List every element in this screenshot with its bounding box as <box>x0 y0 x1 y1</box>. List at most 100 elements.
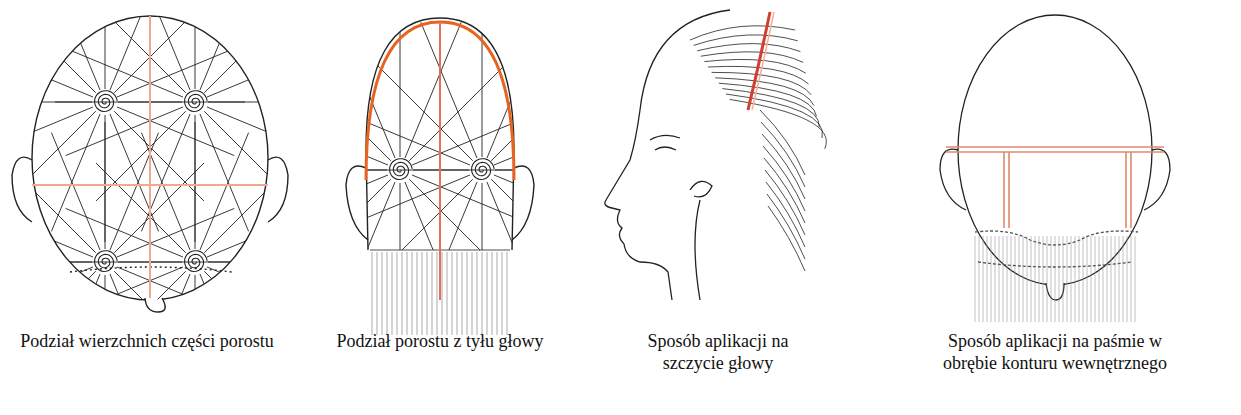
hair-stroke <box>1035 236 1036 322</box>
hair-stroke <box>762 134 805 199</box>
hair-stroke <box>983 236 984 322</box>
hair-stroke <box>1111 236 1112 322</box>
hair-stroke <box>467 252 468 335</box>
hair-stroke <box>979 236 980 322</box>
hair-stroke <box>412 175 548 231</box>
hair-stroke <box>0 48 93 97</box>
hair-stroke <box>334 175 470 231</box>
hair-stroke <box>1079 236 1080 322</box>
hair-stroke <box>208 102 335 103</box>
hair-stroke <box>400 10 401 157</box>
hair-stroke <box>432 252 433 335</box>
hair-stroke <box>1011 236 1012 322</box>
hair-stroke <box>421 22 477 158</box>
hair-stroke <box>1059 236 1060 322</box>
hair-stroke <box>382 252 383 335</box>
hair-stroke <box>1075 236 1076 322</box>
hair-stroke <box>1095 236 1096 322</box>
hair-stroke <box>141 0 190 90</box>
application-line <box>752 12 774 110</box>
hair-stroke <box>1107 236 1108 322</box>
hair-stroke <box>66 267 183 316</box>
hair-stroke <box>141 133 190 250</box>
hair-stroke <box>1023 236 1024 322</box>
hair-stroke <box>482 252 483 335</box>
hair-stroke <box>697 44 800 52</box>
hair-stroke <box>494 175 630 231</box>
hair-stroke <box>200 114 249 231</box>
hair-stroke <box>372 252 373 335</box>
whorl <box>390 159 413 180</box>
hair-stroke <box>397 252 398 335</box>
hair-stroke <box>502 252 503 335</box>
hair-stroke <box>1087 236 1088 322</box>
hair-stroke <box>1123 236 1124 322</box>
application-line <box>748 12 770 110</box>
hair-stroke <box>387 252 388 335</box>
hair-stroke <box>322 170 469 171</box>
hair-stroke <box>287 179 391 283</box>
hair-stroke <box>991 236 992 322</box>
hair-stroke <box>987 236 988 322</box>
hair-stroke <box>1043 236 1044 322</box>
hair-stroke <box>767 194 805 259</box>
hair-stroke <box>1047 236 1048 322</box>
hair-stroke <box>392 252 393 335</box>
section-lines <box>946 147 1164 228</box>
hair-stroke <box>0 267 93 316</box>
center-parting <box>439 22 441 300</box>
hair-stroke <box>105 0 106 89</box>
hair-stroke <box>1071 236 1072 322</box>
hair-stroke <box>1091 236 1092 322</box>
hair-stroke <box>417 252 418 335</box>
hair-stroke <box>1067 236 1068 322</box>
hair-stroke <box>369 57 473 161</box>
hair-stroke <box>1031 236 1032 322</box>
hair-stroke <box>487 22 543 158</box>
hair-stroke <box>51 0 100 90</box>
hair-stroke <box>437 252 438 335</box>
hair-stroke <box>764 158 805 223</box>
hair-stroke <box>287 57 391 161</box>
hair-stroke <box>400 183 401 330</box>
parting-lines <box>32 16 268 298</box>
whorl <box>95 251 118 272</box>
hair-stroke <box>1027 236 1028 322</box>
hair-stroke <box>452 252 453 335</box>
hair-stroke <box>1015 236 1016 322</box>
back-view-head <box>240 10 642 335</box>
hair-stroke <box>495 170 642 171</box>
hair-stroke <box>765 170 805 235</box>
hair-stroke <box>334 109 470 165</box>
hair-stroke <box>492 252 493 335</box>
hair-stroke <box>763 146 805 211</box>
hair-stroke <box>497 252 498 335</box>
hair-stroke <box>207 267 324 316</box>
hair-stroke <box>1115 236 1116 322</box>
figure-caption: Sposób aplikacji na szczycie głowy <box>623 330 813 374</box>
figure-caption: Sposób aplikacji na paśmie w obrębie kon… <box>920 330 1190 374</box>
hair-stroke <box>975 236 976 322</box>
hair-stroke <box>1051 236 1052 322</box>
hair-stroke <box>208 262 335 263</box>
hair-stroke <box>1099 236 1100 322</box>
hair-stroke <box>207 48 324 97</box>
hair-stroke <box>0 208 93 257</box>
hair-stroke <box>999 236 1000 322</box>
hair-stroke <box>412 109 548 165</box>
hair-stroke <box>0 107 93 156</box>
hair-stroke <box>457 252 458 335</box>
hair-stroke <box>412 252 413 335</box>
hair-stroke <box>195 0 196 89</box>
hair-stroke <box>472 252 473 335</box>
hair-stroke <box>1039 236 1040 322</box>
hair-stroke <box>995 236 996 322</box>
hair-stroke <box>1083 236 1084 322</box>
hair-stroke <box>768 206 805 271</box>
hair-stroke <box>1127 236 1128 322</box>
hair-stroke <box>66 107 183 156</box>
hair-stroke <box>207 208 324 257</box>
hair-stroke <box>1063 236 1064 322</box>
profile-head <box>605 10 826 300</box>
